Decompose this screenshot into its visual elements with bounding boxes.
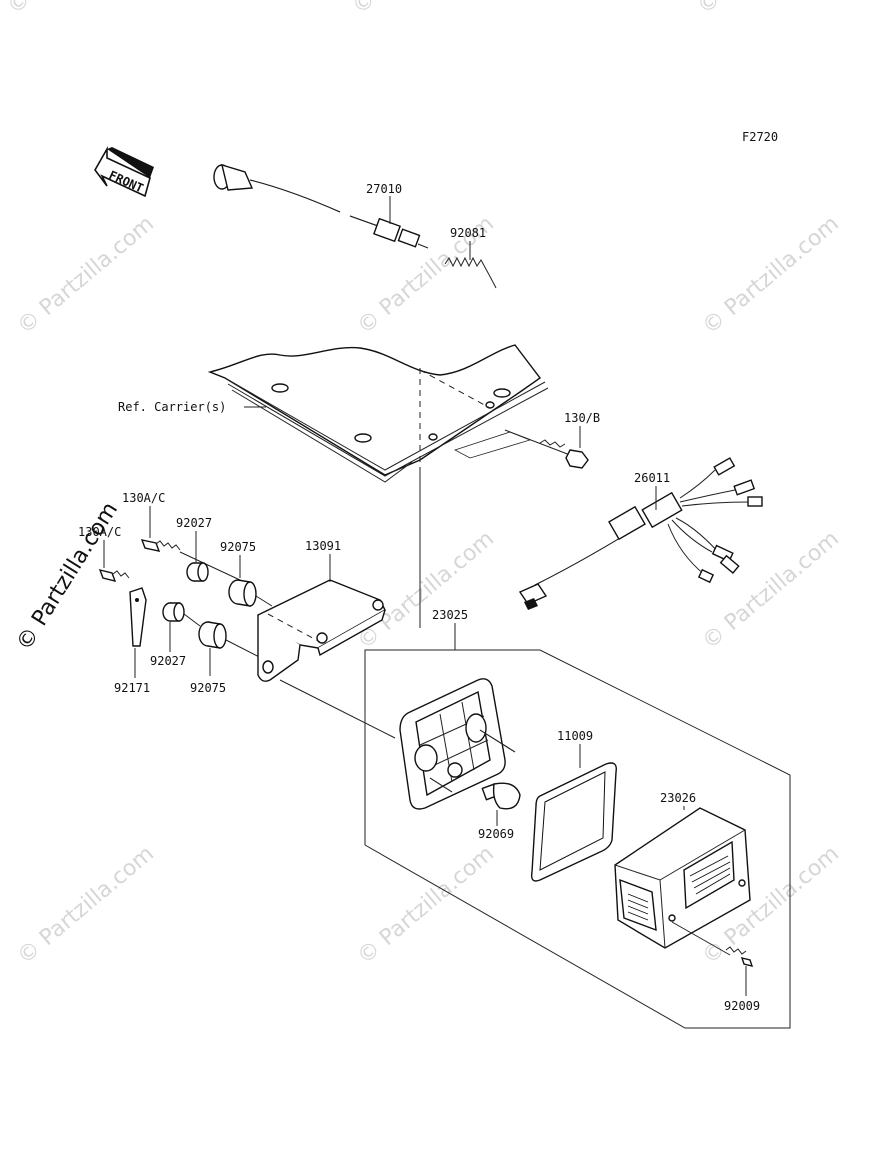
grommet-92075-upper (228, 579, 273, 607)
label-92027-upper: 92027 (176, 516, 212, 530)
front-arrow-icon: FRONT (94, 145, 154, 198)
label-23025: 23025 (432, 608, 468, 622)
bolt-130ac-upper (140, 539, 241, 581)
watermark: © Partzilla.com (353, 841, 499, 969)
lamp-housing (399, 678, 516, 810)
grommet-92075-lower (198, 621, 266, 661)
spring-92081 (444, 256, 497, 289)
label-23026: 23026 (660, 791, 696, 805)
watermark: © Partzilla.com (13, 211, 159, 339)
label-26011: 26011 (634, 471, 670, 485)
label-11009: 11009 (557, 729, 593, 743)
watermark: © Partzilla.com (13, 841, 159, 969)
label-92069: 92069 (478, 827, 514, 841)
watermark: © Partzilla.com (353, 526, 499, 654)
figure-code: F2720 (742, 130, 778, 144)
gasket-11009 (530, 762, 617, 882)
label-92081: 92081 (450, 226, 486, 240)
watermark: © Partzilla.com (698, 526, 844, 654)
bolt-130ac-lower (98, 568, 130, 583)
assembly-23025-outline (364, 649, 791, 1029)
strap-92171 (129, 587, 147, 647)
bolt-130b (504, 429, 589, 469)
label-13091: 13091 (305, 539, 341, 553)
label-92075-upper: 92075 (220, 540, 256, 554)
label-92027-lower: 92027 (150, 654, 186, 668)
bracket-13091 (257, 579, 396, 739)
label-92075-lower: 92075 (190, 681, 226, 695)
watermark: © Partzilla.com (3, 0, 149, 20)
watermark: © Partzilla.com (698, 211, 844, 339)
collar-92027-lower (162, 602, 201, 627)
label-130b: 130/B (564, 411, 600, 425)
label-130ac-lower: 130A/C (78, 525, 121, 539)
harness-26011 (518, 457, 763, 610)
switch-27010 (213, 163, 429, 249)
lens-23026 (614, 807, 751, 949)
label-92171: 92171 (114, 681, 150, 695)
bulb-92069 (481, 782, 521, 810)
screw-92009 (671, 921, 754, 967)
watermark: © Partzilla.com (348, 0, 494, 20)
watermark: © Partzilla.com (693, 0, 839, 20)
collar-92027-upper (186, 562, 209, 582)
label-ref-carrier: Ref. Carrier(s) (118, 400, 226, 414)
carrier-reference (207, 344, 549, 628)
label-92009: 92009 (724, 999, 760, 1013)
label-130ac-upper: 130A/C (122, 491, 165, 505)
label-27010: 27010 (366, 182, 402, 196)
